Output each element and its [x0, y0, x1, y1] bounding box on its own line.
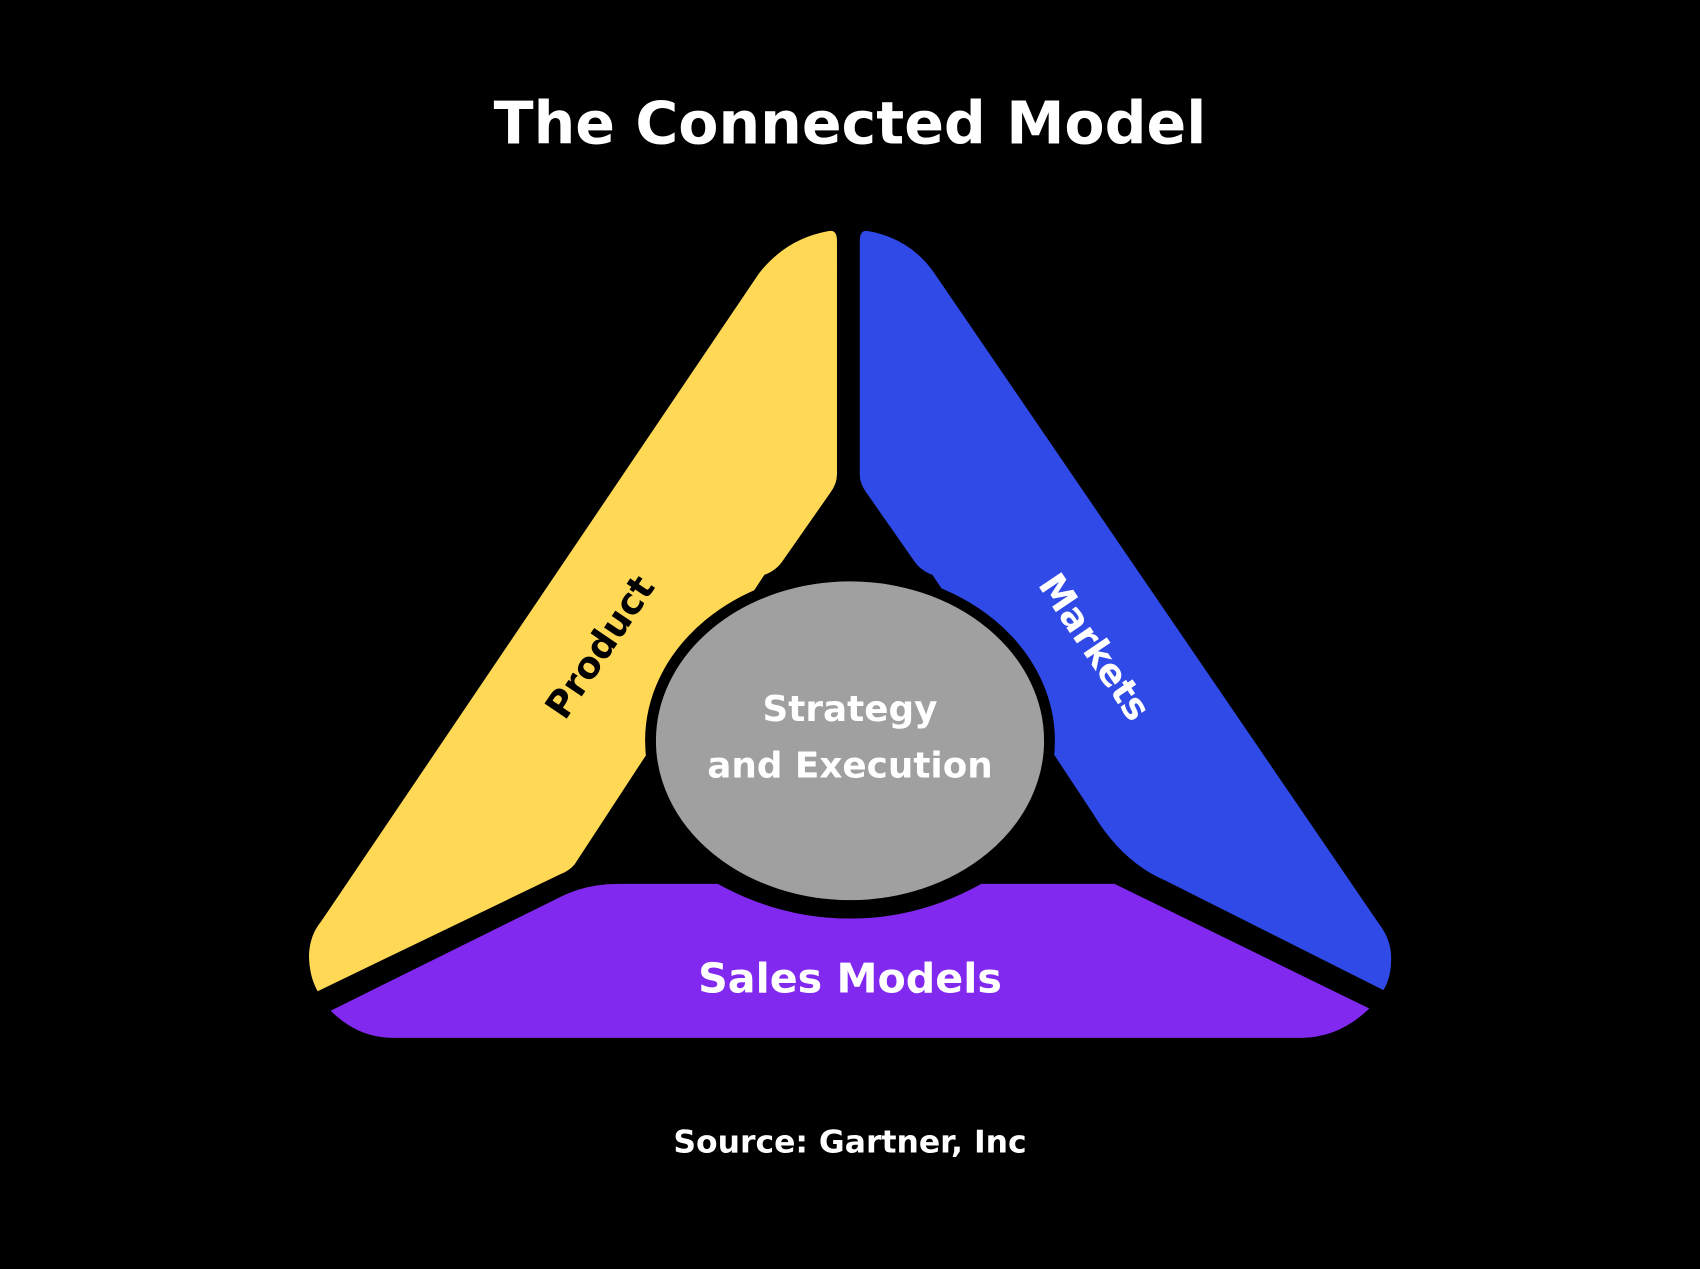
center-label-line1: Strategy: [763, 689, 938, 730]
center-label-line2: and Execution: [707, 746, 992, 787]
product-segment: [308, 230, 837, 992]
markets-segment: [859, 230, 1392, 991]
sales-models-label: Sales Models: [698, 954, 1002, 1002]
diagram-title: The Connected Model: [494, 89, 1207, 157]
sales-models-segment: [330, 883, 1370, 1038]
source-note: Source: Gartner, Inc: [673, 1125, 1026, 1161]
strategy-execution-circle: [645, 570, 1055, 911]
